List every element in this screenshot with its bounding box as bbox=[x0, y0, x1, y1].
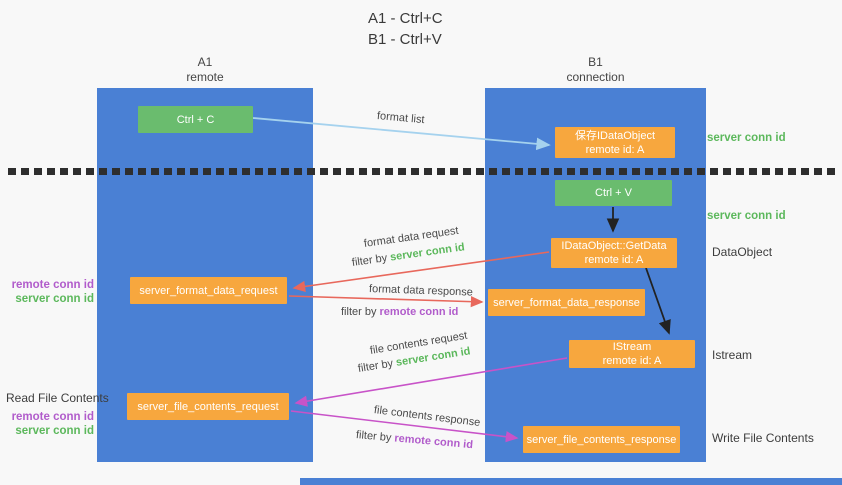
dotted-divider bbox=[8, 168, 836, 175]
arrow-file-contents-request bbox=[294, 357, 568, 407]
label-filter-by-remote-conn-id-1: filter by remote conn id bbox=[341, 306, 458, 318]
label-server-conn-id-right-1: server conn id bbox=[707, 132, 786, 144]
label-dataobject: DataObject bbox=[712, 245, 773, 259]
node-ctrl-v: Ctrl + V bbox=[555, 180, 672, 206]
node-server-format-data-response: server_format_data_response bbox=[488, 289, 645, 316]
label-remote-conn-id-left-1: remote conn id bbox=[11, 279, 94, 291]
node-save-idataobject-line2: remote id: A bbox=[585, 143, 645, 156]
column-header-b1: B1 connection bbox=[485, 55, 706, 85]
label-write-file-contents: Write File Contents bbox=[712, 431, 814, 445]
node-istream-line2: remote id: A bbox=[602, 355, 662, 367]
column-a1-name: A1 bbox=[197, 55, 213, 69]
column-a1-subtitle: remote bbox=[186, 70, 224, 84]
title-line-1: A1 - Ctrl+C bbox=[368, 10, 443, 27]
node-istream-line1: IStream bbox=[612, 341, 652, 353]
label-server-conn-id-left-2: server conn id bbox=[15, 425, 94, 437]
diagram-title: A1 - Ctrl+C B1 - Ctrl+V bbox=[368, 8, 443, 50]
arrow-format-data-request bbox=[292, 251, 550, 292]
label-conn-ids-left-2: remote conn id server conn id bbox=[6, 410, 94, 438]
label-conn-ids-left-1: remote conn id server conn id bbox=[6, 278, 94, 306]
node-ctrl-c-label: Ctrl + C bbox=[176, 113, 215, 126]
label-server-conn-id-left-1: server conn id bbox=[15, 293, 94, 305]
node-getdata-line2: remote id: A bbox=[584, 254, 644, 266]
label-istream: Istream bbox=[712, 348, 753, 362]
title-line-2: B1 - Ctrl+V bbox=[368, 31, 442, 48]
node-server-file-contents-request: server_file_contents_request bbox=[127, 393, 289, 420]
node-getdata-line1: IDataObject::GetData bbox=[561, 240, 667, 252]
node-file-request-label: server_file_contents_request bbox=[137, 400, 279, 413]
node-format-request-label: server_format_data_request bbox=[139, 284, 278, 297]
label-read-file-contents: Read File Contents bbox=[6, 391, 109, 405]
node-save-idataobject: 保存IDataObject remote id: A bbox=[555, 127, 675, 158]
node-idataobject-getdata: IDataObject::GetData remote id: A bbox=[551, 238, 677, 268]
node-file-response-label: server_file_contents_response bbox=[526, 433, 677, 446]
label-server-conn-id-right-2: server conn id bbox=[707, 210, 786, 222]
column-b1-name: B1 bbox=[588, 55, 603, 69]
node-istream: IStream remote id: A bbox=[569, 340, 695, 368]
node-ctrl-c: Ctrl + C bbox=[138, 106, 253, 133]
node-server-format-data-request: server_format_data_request bbox=[130, 277, 287, 304]
column-b1-subtitle: connection bbox=[566, 70, 625, 84]
arrow-format-list bbox=[252, 117, 551, 151]
filter-prefix: filter by bbox=[341, 306, 377, 318]
arrow-format-data-response bbox=[288, 295, 484, 308]
bottom-partial-bar bbox=[300, 478, 842, 485]
node-format-response-label: server_format_data_response bbox=[493, 296, 640, 309]
node-server-file-contents-response: server_file_contents_response bbox=[523, 426, 680, 453]
node-ctrl-v-label: Ctrl + V bbox=[595, 187, 632, 199]
arrow-file-contents-response bbox=[290, 410, 519, 443]
column-header-a1: A1 remote bbox=[97, 55, 313, 85]
arrow-getdata-to-istream bbox=[645, 267, 671, 335]
node-save-idataobject-line1: 保存IDataObject bbox=[574, 129, 656, 142]
label-remote-conn-id-left-2: remote conn id bbox=[11, 411, 94, 423]
remote-conn-id-term: remote conn id bbox=[379, 306, 459, 318]
